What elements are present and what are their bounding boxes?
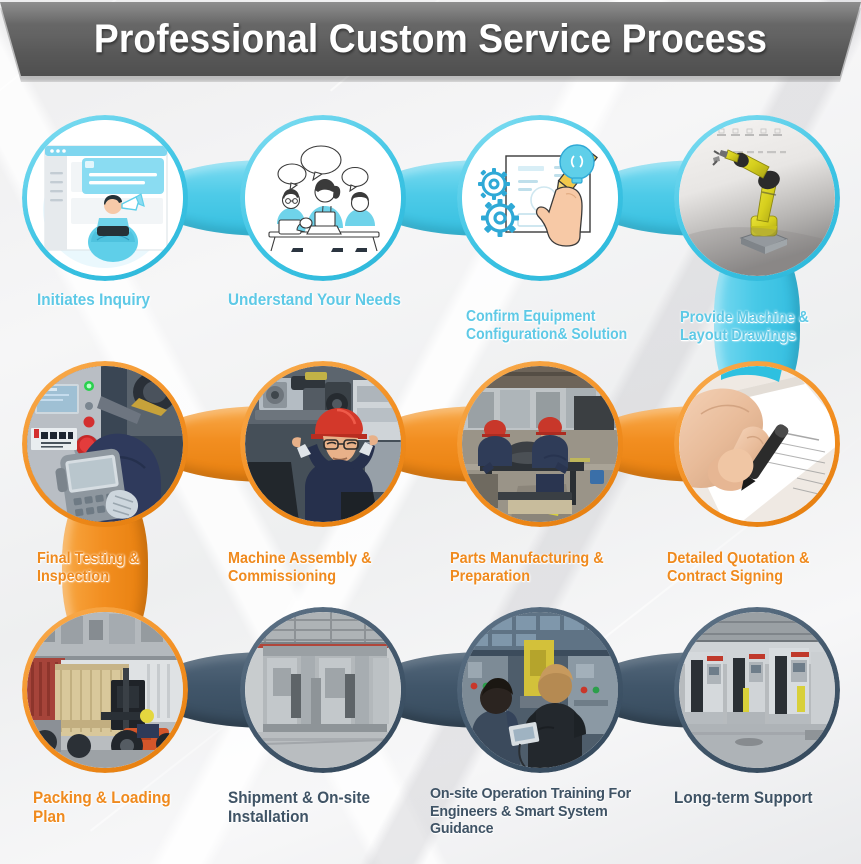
step-label-3-text: Confirm Equipment Configuration& Solutio… [466, 307, 628, 343]
step-node-11[interactable] [457, 607, 623, 773]
machine-frame-installation-photo [245, 612, 401, 768]
step-media-5 [27, 366, 183, 522]
robot-arm-cad-photo [679, 120, 835, 276]
forklift-container-loading-photo [27, 612, 183, 768]
step-label-10: Shipment & On-site Installation [228, 768, 443, 827]
step-label-8-text: Detailed Quotation & Contract Signing [667, 549, 810, 586]
step-media-2 [245, 120, 401, 276]
step-label-10-text: Shipment & On-site Installation [228, 787, 370, 827]
step-node-12[interactable] [674, 607, 840, 773]
step-label-12: Long-term Support [674, 768, 861, 807]
step-label-8: Detailed Quotation & Contract Signing [667, 531, 861, 587]
banner-highlight [0, 2, 861, 76]
step-node-8[interactable] [674, 361, 840, 527]
step-label-11-text: On-site Operation Training For Engineers… [430, 785, 631, 838]
step-media-6 [245, 366, 401, 522]
step-node-10[interactable] [240, 607, 406, 773]
team-discussion-illustration [245, 120, 401, 276]
hand-signing-contract-photo [679, 366, 835, 522]
online-inquiry-illustration [27, 120, 183, 276]
step-label-1: Initiates Inquiry [37, 290, 227, 310]
step-label-7-text: Parts Manufacturing & Preparation [450, 549, 604, 586]
step-label-5: Final Testing & Inspection [37, 531, 237, 587]
step-label-9: Packing & Loading Plan [33, 768, 233, 827]
step-label-7: Parts Manufacturing & Preparation [450, 531, 675, 587]
step-node-9[interactable] [22, 607, 188, 773]
step-media-3 [462, 120, 618, 276]
step-node-2[interactable] [240, 115, 406, 281]
step-label-11: On-site Operation Training For Engineers… [430, 768, 680, 838]
page-title: Professional Custom Service Process [93, 16, 768, 61]
step-media-9 [27, 612, 183, 768]
operator-training-photo [462, 612, 618, 768]
banner-plate [0, 2, 861, 76]
step-node-5[interactable] [22, 361, 188, 527]
step-media-1 [27, 120, 183, 276]
step-media-11 [462, 612, 618, 768]
step-label-6: Machine Assembly & Commissioning [228, 531, 448, 587]
step-label-2: Understand Your Needs [228, 290, 448, 310]
step-media-4 [679, 120, 835, 276]
engineer-assembly-photo [245, 366, 401, 522]
step-label-6-text: Machine Assembly & Commissioning [228, 549, 372, 586]
step-media-12 [679, 612, 835, 768]
step-label-12-text: Long-term Support [674, 787, 813, 807]
step-media-10 [245, 612, 401, 768]
step-label-5-text: Final Testing & Inspection [37, 549, 140, 586]
step-node-1[interactable] [22, 115, 188, 281]
step-label-1-text: Initiates Inquiry [37, 290, 151, 309]
step-node-7[interactable] [457, 361, 623, 527]
step-label-9-text: Packing & Loading Plan [33, 787, 171, 827]
cnc-control-panel-photo [27, 366, 183, 522]
step-node-6[interactable] [240, 361, 406, 527]
step-node-3[interactable] [457, 115, 623, 281]
step-media-8 [679, 366, 835, 522]
header-banner: Professional Custom Service Process [0, 2, 861, 82]
machine-workshop-row-photo [679, 612, 835, 768]
step-label-4-text: Provide Machine & Layout Drawings [680, 308, 809, 345]
workshop-parts-photo [462, 366, 618, 522]
step-label-2-text: Understand Your Needs [228, 290, 401, 309]
step-media-7 [462, 366, 618, 522]
gears-pencil-idea-illustration [462, 120, 618, 276]
step-label-4: Provide Machine & Layout Drawings [680, 290, 861, 346]
step-label-3: Confirm Equipment Configuration& Solutio… [466, 290, 686, 344]
step-node-4[interactable] [674, 115, 840, 281]
